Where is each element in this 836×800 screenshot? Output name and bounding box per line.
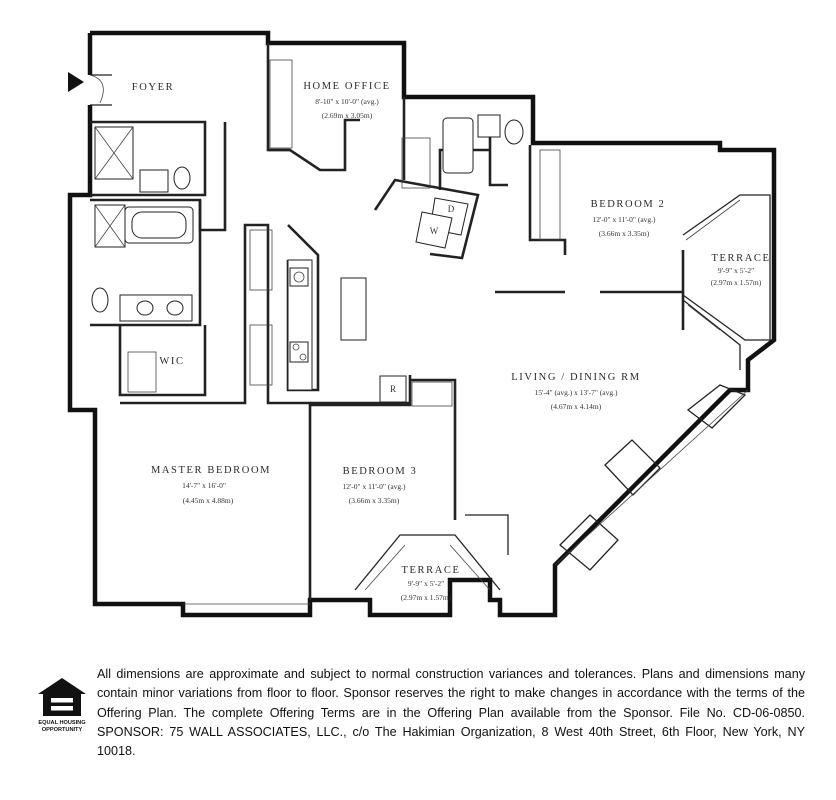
terrace-south-label: TERRACE <box>401 565 460 576</box>
terrace-south-dim: 9'-9" x 5'-2" <box>408 579 444 588</box>
dryer-label: D <box>448 204 455 214</box>
living-dim: 15'-4" (avg.) x 13'-7" (avg.) <box>535 388 618 397</box>
equal-housing-logo: EQUAL HOUSING OPPORTUNITY <box>38 678 86 733</box>
terrace-east-dim: 9'-9" x 5'-2" <box>718 266 754 275</box>
terrace-east-metric: (2.97m x 1.57m) <box>711 278 762 287</box>
disclaimer-text: All dimensions are approximate and subje… <box>97 667 805 759</box>
master-bedroom-label: MASTER BEDROOM <box>151 465 271 476</box>
exterior-walls <box>67 30 777 618</box>
home-office-dim: 8'-10" x 10'-0" (avg.) <box>315 97 379 106</box>
bedroom2-dim: 12'-0" x 11'-0" (avg.) <box>592 215 656 224</box>
refrigerator-label: R <box>390 384 396 394</box>
bedroom3-metric: (3.66m x 3.35m) <box>349 496 400 505</box>
living-label: LIVING / DINING RM <box>511 372 640 383</box>
bedroom3-label: BEDROOM 3 <box>343 466 418 477</box>
bedroom3-dim: 12'-0" x 11'-0" (avg.) <box>342 482 406 491</box>
closets <box>127 59 561 407</box>
master-bedroom-metric: (4.45m x 4.88m) <box>183 496 234 505</box>
terraces <box>354 194 771 591</box>
terrace-south-metric: (2.97m x 1.57m) <box>401 593 452 602</box>
bedroom2-label: BEDROOM 2 <box>591 199 666 210</box>
home-office-metric: (2.69m x 3.05m) <box>322 111 373 120</box>
floor-plan: FOYER HOME OFFICE 8'-10" x 10'-0" (avg.)… <box>67 30 777 618</box>
laundry <box>415 197 469 249</box>
entry-arrow-icon <box>68 72 84 92</box>
window-bays <box>183 384 749 605</box>
bedroom2-metric: (3.66m x 3.35m) <box>599 229 650 238</box>
kitchen <box>287 259 407 403</box>
living-metric: (4.67m x 4.14m) <box>551 402 602 411</box>
foyer-label: FOYER <box>132 82 174 93</box>
bathroom-fixtures <box>91 114 524 322</box>
wic-label: WIC <box>159 356 184 367</box>
logo-line2: OPPORTUNITY <box>42 727 83 733</box>
washer-label: W <box>430 226 439 236</box>
refrigerator <box>379 375 407 403</box>
terrace-east-label: TERRACE <box>711 253 770 264</box>
master-bedroom-dim: 14'-7" x 16'-0" <box>182 481 226 490</box>
logo-line1: EQUAL HOUSING <box>38 720 85 726</box>
home-office-label: HOME OFFICE <box>303 81 390 92</box>
